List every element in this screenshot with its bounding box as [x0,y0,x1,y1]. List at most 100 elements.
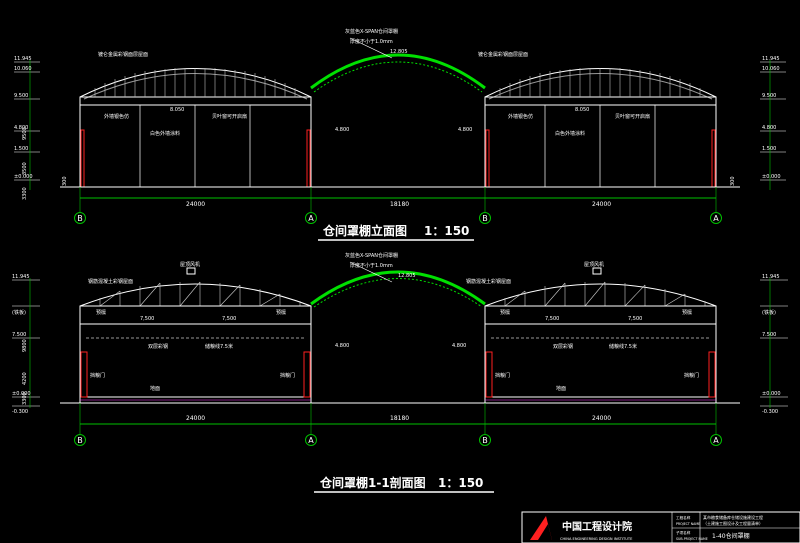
sec-left-vent: 屋顶风机 [180,261,200,268]
right-eave-level: 8.050 [575,107,589,113]
elev-right-level-3: 9.500 [762,93,776,99]
sec-canopy-note-1: 灰蓝色X-SPAN仓间罩棚 [345,252,398,259]
section-canopy-arc [310,270,486,306]
elevation-scale: 1：150 [424,224,469,238]
sec-right-door-r: 挡粮门 [684,372,699,379]
sec-right-level-1: 11.945 [762,274,780,280]
section-axis-leaders [79,403,717,434]
sec-right-level-4: -0.300 [762,409,778,415]
sec-canopy-top: 12.805 [398,273,416,279]
left-section-roof [79,283,312,307]
right-roof-arc [484,68,717,98]
sec-right-side: (铁板) [762,309,776,316]
tb-label-3: 子项名称 [676,530,691,535]
canopy-arc-outer [310,53,486,90]
sec-left-wall: 双层彩钢 [148,343,168,350]
left-door-l [80,351,88,398]
tb-project-name: 某市粮食储备库仓储设施建设工程 [703,514,763,520]
section-right-ticks [760,278,788,408]
canopy-arc-inner [313,61,483,93]
sec-left-floor: 地面 [150,385,160,392]
sec-right-mid: 4.800 [452,343,466,349]
left-red-door-r [306,129,311,188]
left-red-door-l [80,129,85,188]
sec-right-floor: 地面 [556,385,566,392]
elev-right-level-4: 4.800 [762,125,776,131]
company-logo-icon [530,516,552,540]
elev-right-level-5: 1.500 [762,146,776,152]
elev-right-level-2: 10.060 [762,66,780,72]
tb-label-1: 工程名称 [676,515,691,520]
drawing-title-block: 中国工程设计院 CHINA ENGINEERING DESIGN INSTITU… [521,511,800,543]
elev-axis-1: B [77,214,83,223]
elev-span-1: 24000 [186,201,205,208]
right-red-door-r [711,129,716,188]
right-mid-level: 4.800 [458,127,472,133]
sec-axis-3: B [482,436,488,445]
sec-right-purlin-r: 预檩 [682,309,692,316]
axis-leaders [79,187,717,212]
sec-span-3: 24000 [592,415,611,422]
left-roof-arc [79,68,312,98]
elev-axis-2: A [308,214,314,223]
sec-right-vent: 屋顶风机 [584,261,604,268]
elev-height-2: 3500 [22,162,28,175]
sec-left-grain: 储粮线7.5米 [205,343,233,350]
left-vent [186,267,196,275]
tb-label-2: PROJECT NAME [676,522,700,526]
right-roof-louvers [499,68,701,97]
left-eave-level: 8.050 [170,107,184,113]
canopy-note-1: 灰蓝色X-SPAN仓间罩棚 [345,28,398,35]
elev-stub-right: 300 [730,176,736,186]
sec-right-level-3: ±0.000 [762,391,781,397]
sec-right-level-2: 7.500 [762,332,776,338]
sec-left-level-2: 7.500 [12,332,26,338]
section-title-block: 仓间罩棚1-1剖面图 1：150 [314,475,494,493]
sec-axis-2: A [308,436,314,445]
elev-right-level-1: 11.945 [762,56,780,62]
sec-span-1: 24000 [186,415,205,422]
right-red-door-l [485,129,490,188]
elev-left-level-2: 10.060 [14,66,32,72]
elev-height-1: 9500 [22,127,28,140]
right-white-wall: 白色外墙涂料 [555,130,585,137]
section-left-ticks [12,278,40,408]
company-name: 中国工程设计院 [562,520,632,533]
sec-right-7500-b: 7,500 [628,316,642,322]
left-level-ticks [14,60,40,190]
sec-right-7500-a: 7,500 [545,316,559,322]
tb-label-4: SUB-PROJECT NAME [676,537,708,541]
elev-left-level-5: 1.500 [14,146,28,152]
right-window-note: 贝叶窗可开启扇 [615,113,650,120]
sec-left-level-1: 11.945 [12,274,30,280]
left-window-note: 贝叶窗可开启扇 [212,113,247,120]
sec-height-1: 9800 [22,339,28,352]
section-scale: 1：150 [438,476,483,490]
section-axis-bubbles: B A B A [74,434,722,446]
company-name-en: CHINA ENGINEERING DESIGN INSTITUTE [560,537,633,541]
sec-right-door-l: 挡粮门 [495,372,510,379]
sec-left-side: (铁板) [12,309,26,316]
sec-right-wall: 双层彩钢 [553,343,573,350]
right-vent [592,267,602,275]
sec-left-level-3: ±0.000 [12,391,31,397]
left-mid-level: 4.800 [335,127,349,133]
elev-left-level-1: 11.945 [14,56,32,62]
sec-left-7500-b: 7,500 [222,316,236,322]
elev-axis-4: A [713,214,719,223]
canopy-top-level: 12.805 [390,49,408,55]
left-ring-beam [79,305,312,325]
sec-canopy-note-2: 厚度不小于1.0mm [350,262,393,269]
elev-span-2: 18180 [390,201,409,208]
right-wall-note: 外墙银色仿 [508,113,533,120]
sec-span-2: 18180 [390,415,409,422]
sec-right-grain: 储粮线7.5米 [609,343,637,350]
elev-axis-3: B [482,214,488,223]
right-section-roof [484,283,717,307]
section-view [12,261,788,434]
canopy-leader [349,37,393,59]
right-level-ticks [760,60,786,190]
left-white-wall: 白色外墙涂料 [150,130,180,137]
sec-left-level-4: -0.300 [12,409,28,415]
